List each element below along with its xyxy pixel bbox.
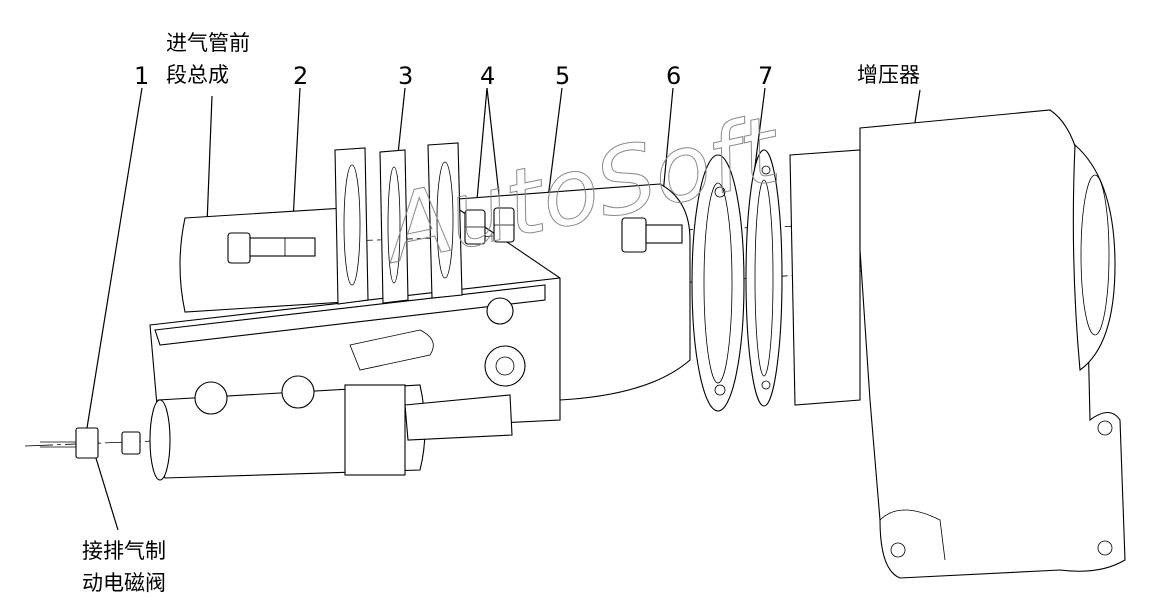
flange-gaskets [334, 142, 463, 305]
callout-6: 6 [666, 62, 682, 90]
exhaust-valve-label-line1: 接排气制 [82, 539, 166, 563]
turbocharger-label: 增压器 [857, 63, 920, 87]
bolt-2 [227, 232, 316, 264]
exhaust-valve-label-line2: 动电磁阀 [82, 571, 166, 595]
nuts-4 [464, 207, 515, 245]
callout-1: 1 [134, 62, 150, 90]
callout-7: 7 [758, 62, 774, 90]
fitting-1 [40, 427, 141, 459]
callout-2: 2 [293, 62, 309, 90]
callout-4: 4 [480, 62, 496, 90]
turbo-inlet-gaskets [691, 149, 783, 412]
brake-valve-actuator [149, 297, 526, 481]
bolt-6 [621, 217, 683, 253]
leader-lines [86, 87, 921, 531]
turbocharger [789, 109, 1126, 579]
intake-pipe-label-line2: 段总成 [166, 63, 229, 87]
callout-3: 3 [398, 62, 414, 90]
intake-pipe-label-line1: 进气管前 [166, 31, 250, 55]
callout-5: 5 [555, 62, 571, 90]
